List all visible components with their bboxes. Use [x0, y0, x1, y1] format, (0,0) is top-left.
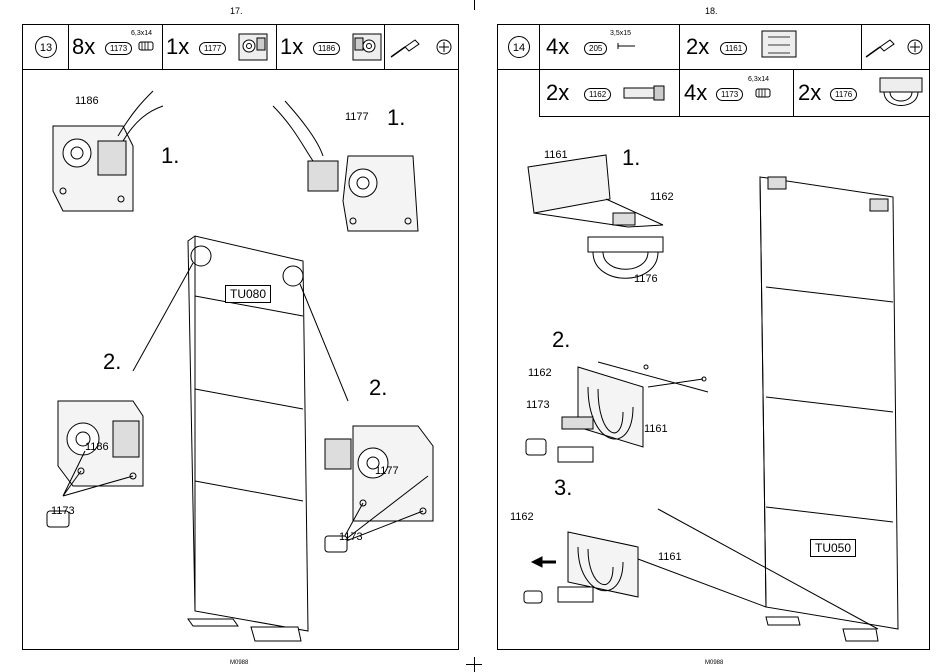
- part-label: 1173: [526, 399, 550, 411]
- part-number: 1173: [716, 88, 743, 101]
- part-label: 1186: [85, 441, 109, 453]
- part-size: 6,3x14: [748, 76, 769, 83]
- part-number: 1162: [584, 88, 611, 101]
- part-label: 1186: [75, 95, 99, 107]
- parts-header-row2: 2x 1162 4x 1173 6,3x14 2x 1176: [539, 69, 930, 117]
- part-number: 1173: [105, 42, 132, 55]
- part-label: 1177: [375, 465, 399, 477]
- step-label: 3.: [554, 475, 572, 501]
- part-cell: 4x 205 3,5x15: [540, 25, 680, 69]
- screwdriver-icon: [389, 37, 429, 59]
- part-qty: 1x: [280, 34, 303, 60]
- part-label: 1162: [650, 191, 674, 203]
- part-number: 205: [584, 42, 607, 55]
- step-number: 13: [35, 36, 57, 58]
- screwdriver-icon: [864, 37, 904, 59]
- part-qty: 2x: [798, 80, 821, 106]
- bracket-icon: [756, 27, 802, 69]
- part-number: 1161: [720, 42, 747, 55]
- part-size: 6,3x14: [131, 30, 152, 37]
- part-qty: 1x: [166, 34, 189, 60]
- footer-code-right: M0988: [705, 660, 723, 666]
- assembly-illustration: [23, 71, 460, 651]
- tool-cell: [862, 25, 931, 69]
- part-label: 1173: [339, 531, 363, 543]
- step-label: 2.: [552, 327, 570, 353]
- panel-code: TU080: [225, 285, 271, 303]
- footer-code-left: M0988: [230, 660, 248, 666]
- parts-header: 13 8x 1173 6,3x14 1x 1177 1x 1186: [22, 24, 459, 70]
- part-cell: 1x 1177: [163, 25, 277, 69]
- part-label: 1161: [544, 149, 568, 161]
- crop-mark: [466, 664, 482, 665]
- roller-mechanism-icon: [347, 28, 387, 66]
- step-cell: 14: [498, 25, 540, 69]
- roller-mechanism-icon: [233, 28, 273, 66]
- tool-cell: [385, 25, 460, 69]
- step-label: 1.: [161, 143, 179, 169]
- part-number: 1186: [313, 42, 340, 55]
- part-label: 1162: [528, 367, 552, 379]
- part-number: 1176: [830, 88, 857, 101]
- page-number-left: 17.: [230, 6, 243, 16]
- part-label: 1177: [345, 111, 369, 123]
- part-cell: 2x 1176: [794, 70, 931, 116]
- part-cell: 1x 1186: [277, 25, 385, 69]
- step-label: 1.: [387, 105, 405, 131]
- right-page: 14 4x 205 3,5x15 2x 1161 2x 1162 4x 1173…: [497, 24, 930, 650]
- screw-dowel-icon: [754, 86, 774, 100]
- part-label: 1176: [634, 273, 658, 285]
- part-cell: 8x 1173 6,3x14: [69, 25, 163, 69]
- part-label: 1162: [510, 511, 534, 523]
- screw-dowel-icon: [137, 39, 157, 53]
- part-label: 1161: [658, 551, 682, 563]
- part-label: 1173: [51, 505, 75, 517]
- part-qty: 4x: [684, 80, 707, 106]
- part-number: 1177: [199, 42, 226, 55]
- assembly-illustration: [498, 117, 931, 651]
- screw-icon: [616, 40, 636, 52]
- step-label: 2.: [369, 375, 387, 401]
- panel-code: TU050: [810, 539, 856, 557]
- page-number-right: 18.: [705, 6, 718, 16]
- part-cell: 4x 1173 6,3x14: [680, 70, 794, 116]
- part-qty: 2x: [546, 80, 569, 106]
- crop-mark: [474, 0, 475, 10]
- clip-icon: [620, 80, 670, 106]
- guide-holder-icon: [874, 72, 928, 114]
- parts-header: 14 4x 205 3,5x15 2x 1161: [497, 24, 930, 70]
- part-cell: 2x 1161: [680, 25, 862, 69]
- part-cell: 2x 1162: [540, 70, 680, 116]
- step-number: 14: [508, 36, 530, 58]
- left-page: 13 8x 1173 6,3x14 1x 1177 1x 1186: [22, 24, 459, 650]
- part-qty: 4x: [546, 34, 569, 60]
- part-label: 1161: [644, 423, 668, 435]
- part-size: 3,5x15: [610, 30, 631, 37]
- step-label: 2.: [103, 349, 121, 375]
- phillips-head-icon: [435, 38, 453, 56]
- part-qty: 8x: [72, 34, 95, 60]
- part-qty: 2x: [686, 34, 709, 60]
- phillips-head-icon: [906, 38, 924, 56]
- step-label: 1.: [622, 145, 640, 171]
- step-cell: 13: [23, 25, 69, 69]
